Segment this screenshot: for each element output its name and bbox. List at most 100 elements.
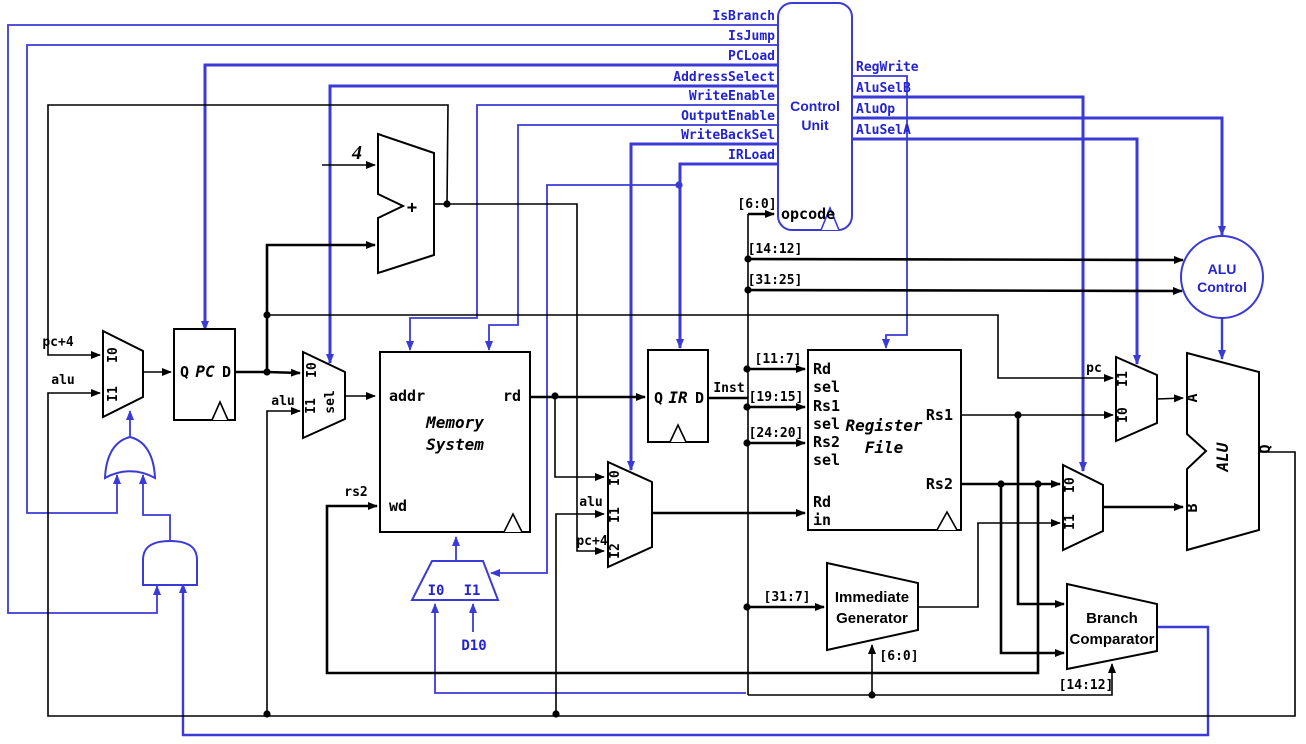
pc-register-block	[173, 328, 236, 421]
wire-irload-branch	[490, 184, 680, 577]
junction-dot	[743, 603, 751, 611]
mem-data-mux-block	[410, 560, 500, 601]
wire-irload	[676, 162, 778, 349]
alu-title: ALU	[1213, 442, 1232, 472]
memory-title-line1: Memory	[425, 413, 484, 432]
control-unit-title-line2: Unit	[801, 117, 829, 133]
pc-mux-block	[102, 329, 144, 419]
junction-dot	[743, 403, 751, 411]
signal-outputenable: OutputEnable	[681, 109, 775, 124]
cmp-funct-bits-label: [14:12]	[1059, 678, 1114, 693]
rf-rs2-out-port: Rs2	[926, 475, 953, 493]
memory-title-line2: System	[426, 435, 484, 454]
junction-dot-blue	[675, 181, 683, 189]
memory-system-block	[379, 351, 531, 533]
alu-control-block	[1180, 235, 1264, 319]
pc-title: PC	[195, 362, 215, 381]
signal-irload: IRLoad	[728, 148, 775, 163]
b-mux-i1-label: I1	[1063, 514, 1078, 530]
memory-addr-port: addr	[389, 387, 425, 405]
rd-bits-label: [11:7]	[755, 352, 802, 367]
rf-rd-port: Rd	[813, 360, 831, 378]
pc-mux-src1-label: alu	[51, 373, 74, 388]
mem-mux-i0-label: I0	[428, 583, 445, 599]
junction-dot	[868, 691, 876, 699]
signal-writeenable: WriteEnable	[689, 89, 775, 104]
immediate-generator-block	[826, 561, 919, 652]
wb-mux-src2-label: pc+4	[576, 534, 607, 549]
a-mux-i1-label: I1	[1116, 371, 1131, 387]
addr-mux-sel-label: sel	[323, 390, 338, 413]
control-unit-title-line1: Control	[790, 98, 840, 114]
control-unit-clock-icon	[820, 205, 840, 231]
signal-pcload: PCLoad	[728, 49, 775, 64]
wire-rs1-to-cmp	[1016, 415, 1065, 608]
pc-mux-src0-label: pc+4	[42, 335, 73, 350]
wire-writebacksel	[627, 142, 778, 471]
wire-pc4-to-pcmux	[47, 104, 449, 359]
and-gate	[142, 539, 198, 586]
alu-b-mux-block	[1062, 463, 1104, 552]
wire-pcload	[201, 63, 778, 331]
signal-aluselb: AluSelB	[856, 81, 911, 96]
opcode-bits-label: [6:0]	[737, 197, 776, 212]
junction-dot	[743, 439, 751, 447]
addr-mux-i0-label: I0	[305, 362, 320, 378]
wb-mux-i2-label: I2	[608, 543, 623, 559]
wire-alu-result-bus	[47, 389, 1296, 717]
wire-pc4-to-wbmux	[447, 203, 605, 555]
control-unit-opcode-port: opcode	[781, 205, 835, 223]
branch-comparator-block	[1066, 582, 1158, 671]
wire-funct7-aluctl	[747, 286, 1183, 295]
junction-dot	[744, 255, 752, 263]
rf-rd-sel-port: sel	[813, 378, 840, 396]
b-mux-i0-label: I0	[1063, 477, 1078, 493]
wire-pc-to-amux	[267, 314, 1114, 382]
wb-mux-src1-label: alu	[579, 495, 602, 510]
adder-const-4: 4	[351, 142, 362, 164]
signal-aluop: AluOp	[856, 102, 895, 117]
wire-rs2-to-wd	[325, 484, 1040, 675]
signal-addressselect: AddressSelect	[673, 70, 775, 85]
rf-rs1-sel-port: sel	[813, 415, 840, 433]
rs1-bits-label: [19:15]	[749, 390, 804, 405]
alu-q-port: Q	[1256, 444, 1274, 453]
pc4-adder-block	[377, 132, 435, 275]
funct3-bits-label: [14:12]	[748, 242, 803, 257]
rs2-stub-label: rs2	[344, 485, 367, 500]
ir-title: IR	[668, 388, 688, 407]
rf-rs1-port: Rs1	[813, 397, 840, 415]
inst-bus-label: Inst	[713, 381, 744, 396]
mem-mux-i1-label: I1	[464, 583, 481, 599]
imm-low-bits-label: [6:0]	[879, 649, 918, 664]
pc-q-port: Q	[180, 363, 189, 381]
junction-dot	[443, 200, 451, 208]
wb-mux-i0-label: I0	[608, 470, 623, 486]
pc-d-port: D	[222, 363, 231, 381]
junction-dot	[263, 311, 271, 319]
or-gate	[103, 435, 157, 480]
imm-gen-title-line1: Immediate	[835, 589, 909, 606]
wire-aluselb	[852, 95, 1087, 472]
wire-rd-to-wbmux	[554, 396, 605, 481]
wire-rs2-to-cmp	[999, 484, 1065, 657]
register-file-title-line1: Register	[845, 416, 922, 435]
wire-branch-taken	[179, 583, 1210, 737]
alu-control-title-line1: ALU	[1208, 261, 1237, 277]
rf-rs2-port: Rs2	[813, 433, 840, 451]
wire-alusela	[852, 137, 1141, 365]
pc-clock-icon	[211, 400, 229, 421]
register-file-block	[807, 349, 962, 531]
imm-gen-title-line2: Generator	[836, 610, 908, 627]
imm-in-bits-label: [31:7]	[764, 590, 811, 605]
junction-dot	[552, 710, 560, 718]
wire-imm-out	[918, 519, 1061, 608]
wire-outputenable	[485, 124, 778, 351]
addr-mux-block	[302, 350, 346, 440]
junction-dot	[744, 286, 752, 294]
pc-mux-i0-label: I0	[106, 347, 121, 363]
pc-mux-i1-label: I1	[106, 386, 121, 402]
alu-block	[1186, 351, 1260, 552]
